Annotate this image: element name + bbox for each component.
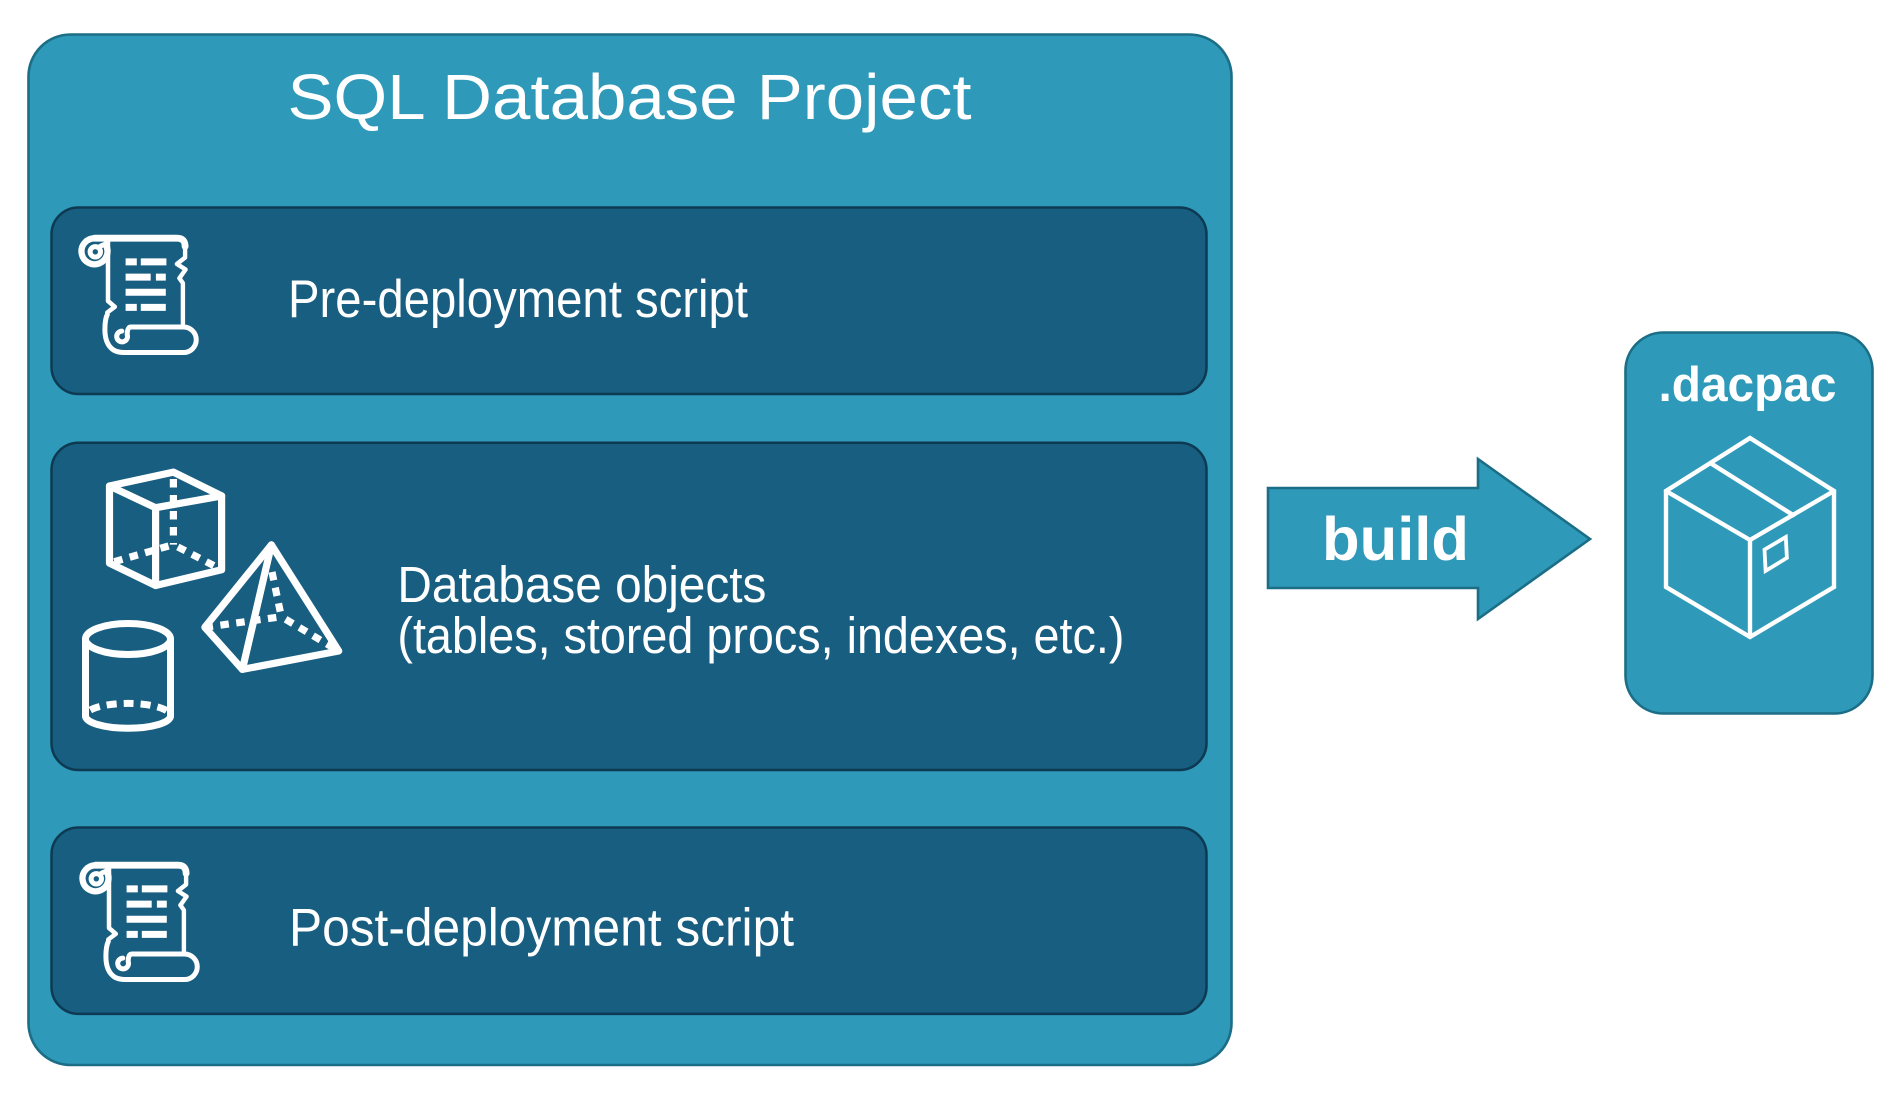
svg-text:Database objects: Database objects	[397, 556, 766, 613]
svg-text:build: build	[1322, 505, 1469, 573]
svg-text:Pre-deployment script: Pre-deployment script	[288, 270, 748, 329]
svg-text:(tables, stored procs, indexes: (tables, stored procs, indexes, etc.)	[397, 607, 1124, 664]
svg-text:SQL Database Project: SQL Database Project	[288, 61, 972, 133]
svg-text:Post-deployment script: Post-deployment script	[289, 899, 794, 958]
svg-text:.dacpac: .dacpac	[1659, 358, 1837, 412]
